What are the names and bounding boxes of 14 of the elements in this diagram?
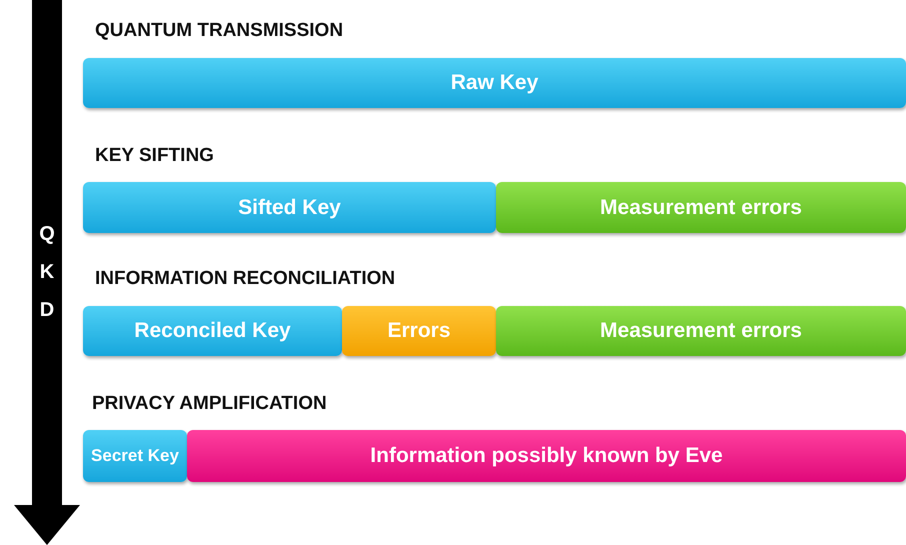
measurement-errors-bar: Measurement errors (496, 182, 906, 233)
section-heading: KEY SIFTING (95, 145, 214, 167)
timeline-arrow (12, 0, 82, 545)
raw-key-bar: Raw Key (83, 58, 906, 108)
section-heading: PRIVACY AMPLIFICATION (92, 393, 327, 415)
secret-key-bar: Secret Key (83, 430, 187, 482)
reconciled-key-bar: Reconciled Key (83, 306, 342, 356)
measurement-errors-bar: Measurement errors (496, 306, 906, 356)
eve-information-bar: Information possibly known by Eve (187, 430, 906, 482)
arrow-label: QKD (38, 222, 56, 323)
section-heading: QUANTUM TRANSMISSION (95, 20, 344, 42)
sifted-key-bar: Sifted Key (83, 182, 496, 233)
errors-bar: Errors (342, 306, 496, 356)
section-heading: INFORMATION RECONCILIATION (95, 268, 396, 290)
